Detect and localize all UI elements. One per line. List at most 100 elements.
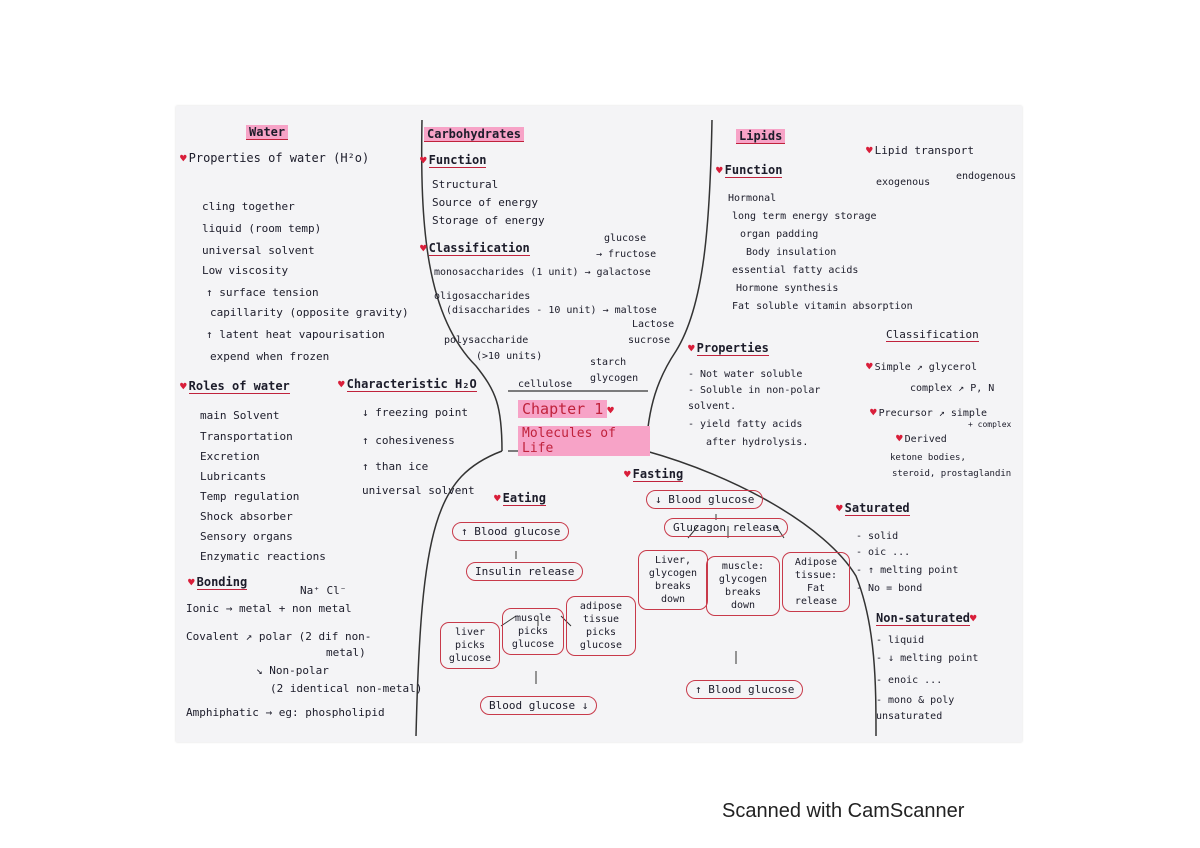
- polysaccharide-units: (>10 units): [476, 351, 543, 362]
- list-item: universal solvent: [362, 484, 475, 497]
- heart-icon: ♥: [180, 380, 187, 393]
- nonpolar-bond-cont: (2 identical non-metal): [270, 682, 423, 695]
- exogenous-label: exogenous: [876, 177, 931, 188]
- roles-title: ♥Roles of water: [180, 379, 290, 394]
- list-item: Source of energy: [432, 196, 538, 209]
- nonpolar-bond: ↘ Non-polar: [256, 664, 329, 677]
- heart-icon: ♥: [969, 612, 977, 625]
- list-item: Enzymatic reactions: [200, 550, 326, 563]
- blood-glucose-low: Blood glucose ↓: [480, 696, 598, 715]
- list-item: after hydrolysis.: [706, 437, 809, 448]
- list-item: cling together: [202, 200, 295, 213]
- carbs-class-title: ♥Classification: [420, 241, 530, 256]
- list-item: Sensory organs: [200, 530, 293, 543]
- glucose-label: glucose: [604, 233, 647, 244]
- list-item: capillarity (opposite gravity): [210, 306, 409, 319]
- list-item: Hormonal: [728, 193, 777, 204]
- list-item: - solid: [856, 531, 899, 542]
- endogenous-label: endogenous: [956, 171, 1017, 182]
- blood-glucose-high: ↑ Blood glucose: [452, 522, 570, 541]
- list-item: Fat soluble vitamin absorption: [732, 301, 913, 312]
- notes-sheet: Water ♥Properties of water (H²o) cling t…: [176, 106, 1022, 742]
- adipose-fasting-box: Adipose tissue: Fat release: [782, 552, 850, 612]
- polysaccharide: polysaccharide: [444, 335, 529, 346]
- starch-label: starch: [590, 357, 627, 368]
- list-item: Temp regulation: [200, 490, 300, 503]
- heart-icon: ♥: [338, 378, 345, 391]
- heart-icon: ♥: [836, 502, 843, 515]
- list-item: Body insulation: [746, 247, 837, 258]
- list-item: ↓ freezing point: [362, 406, 468, 419]
- derived-lipid: ♥Derived: [896, 432, 947, 445]
- lipids-function-title: ♥Function: [716, 163, 783, 178]
- heart-icon: ♥: [180, 152, 187, 165]
- list-item: ↑ latent heat vapourisation: [206, 328, 385, 341]
- list-item: Lubricants: [200, 470, 267, 483]
- list-item: - ↓ melting point: [876, 653, 979, 664]
- heart-icon: ♥: [870, 406, 877, 419]
- adipose-box: adipose tissue picks glucose: [566, 596, 636, 656]
- list-item: liquid (room temp): [202, 222, 322, 235]
- eating-title: ♥Eating: [494, 491, 546, 506]
- glycogen-label: glycogen: [590, 373, 639, 384]
- liver-fasting-box: Liver, glycogen breaks down: [638, 550, 708, 610]
- chapter-number: Chapter 1: [518, 400, 608, 418]
- lactose-label: Lactose: [632, 319, 675, 330]
- camscanner-watermark: Scanned with CamScanner: [722, 800, 965, 822]
- saturated-title: ♥Saturated: [836, 501, 910, 516]
- heart-icon: ♥: [866, 144, 873, 157]
- list-item: Low viscosity: [202, 264, 289, 277]
- sucrose-label: sucrose: [628, 335, 671, 346]
- covalent-bond-cont: metal): [326, 646, 366, 659]
- precursor-lipid: ♥Precursor ↗ simple: [870, 406, 987, 419]
- heart-icon: ♥: [716, 164, 723, 177]
- bonding-title: ♥Bonding: [188, 575, 248, 590]
- list-item: - enoic ...: [876, 675, 943, 686]
- water-properties-title: ♥Properties of water (H²o): [180, 151, 370, 166]
- list-item: Hormone synthesis: [736, 283, 839, 294]
- list-item: unsaturated: [876, 711, 943, 722]
- oligosaccharides: oligosaccharides: [434, 291, 531, 302]
- covalent-bond: Covalent ↗ polar (2 dif non-: [186, 630, 372, 643]
- glucagon-release: Glucagon release: [664, 518, 788, 537]
- complex-lipid: complex ↗ P, N: [910, 383, 995, 394]
- list-item: essential fatty acids: [732, 265, 859, 276]
- ionic-bond: Ionic → metal + non metal: [186, 602, 352, 615]
- list-item: Structural: [432, 178, 499, 191]
- list-item: - mono & poly: [876, 695, 955, 706]
- list-item: - oic ...: [856, 547, 911, 558]
- fructose-label: → fructose: [596, 249, 657, 260]
- muscle-fasting-box: muscle: glycogen breaks down: [706, 556, 780, 616]
- characteristic-title: ♥Characteristic H₂O: [338, 377, 477, 392]
- heart-icon: ♥: [866, 360, 873, 373]
- lipids-class-title: Classification: [886, 328, 979, 342]
- list-item: ↑ surface tension: [206, 286, 319, 299]
- lipid-transport-title: ♥Lipid transport: [866, 144, 974, 157]
- disaccharides: (disaccharides - 10 unit) → maltose: [446, 305, 657, 316]
- list-item: organ padding: [740, 229, 819, 240]
- amphiphatic-label: Amphiphatic → eg: phospholipid: [186, 706, 385, 719]
- list-item: solvent.: [688, 401, 737, 412]
- list-item: Excretion: [200, 450, 260, 463]
- nonsaturated-title: Non-saturated♥: [876, 611, 977, 626]
- list-item: ketone bodies,: [890, 453, 966, 463]
- list-item: - Soluble in non-polar: [688, 385, 821, 396]
- insulin-release: Insulin release: [466, 562, 584, 581]
- na-cl-label: Na⁺ Cl⁻: [300, 584, 347, 597]
- list-item: expend when frozen: [210, 350, 330, 363]
- list-item: Storage of energy: [432, 214, 545, 227]
- blood-glucose-low-fasting: ↓ Blood glucose: [646, 490, 764, 509]
- heart-icon: ♥: [188, 576, 195, 589]
- chapter-subtitle: Molecules of Life: [518, 426, 650, 456]
- list-item: universal solvent: [202, 244, 315, 257]
- precursor-lipid-cont: + complex: [968, 420, 1012, 429]
- heart-icon: ♥: [688, 342, 695, 355]
- lipids-title: Lipids: [736, 129, 786, 144]
- list-item: - liquid: [876, 635, 925, 646]
- list-item: long term energy storage: [732, 211, 877, 222]
- carbs-function-title: ♥Function: [420, 153, 487, 168]
- heart-icon: ♥: [420, 154, 427, 167]
- list-item: steroid, prostaglandin: [892, 469, 1012, 479]
- monosaccharides: monosaccharides (1 unit) → galactose: [434, 267, 651, 278]
- carbs-title: Carbohydrates: [424, 127, 524, 142]
